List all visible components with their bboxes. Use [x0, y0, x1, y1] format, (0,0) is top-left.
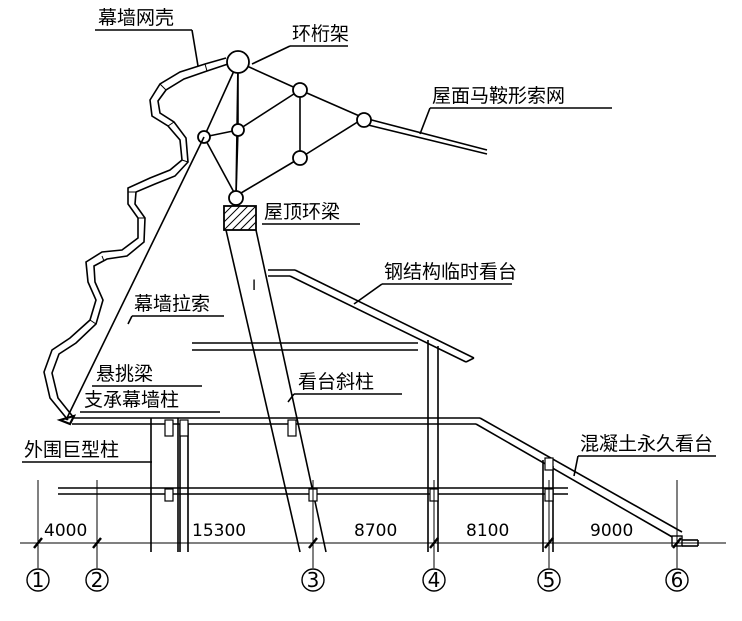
label-roof-ring-beam: 屋顶环梁 [264, 201, 340, 223]
axis-label: 1 [32, 568, 45, 592]
steel-temporary-stand [192, 269, 475, 552]
roof-ring-beam [223, 205, 257, 231]
axis-label: 3 [307, 568, 320, 592]
curtain-wall-cable [65, 136, 205, 421]
axis-label: 4 [428, 568, 441, 592]
dimension-value: 9000 [590, 521, 633, 541]
axis-label: 5 [543, 568, 556, 592]
axis-label: 6 [671, 568, 684, 592]
beam-mark: I [252, 278, 256, 294]
axis-bubbles: 1 2 3 4 5 6 [26, 568, 689, 592]
dimension-value: 4000 [44, 521, 87, 541]
label-ring-truss: 环桁架 [292, 23, 349, 45]
label-steel-temporary-stand: 钢结构临时看台 [384, 261, 517, 283]
label-cantilever-beam: 悬挑梁 [96, 363, 153, 385]
label-concrete-permanent-stand: 混凝土永久看台 [580, 433, 713, 455]
label-roof-saddle-cable-net: 屋面马鞍形索网 [432, 85, 565, 107]
label-curtain-wall-shell: 幕墙网壳 [98, 7, 174, 29]
label-curtain-wall-support-column: 支承幕墙柱 [84, 389, 179, 411]
axis-label: 2 [91, 568, 104, 592]
dimension-value: 15300 [192, 521, 246, 541]
label-stand-inclined-column: 看台斜柱 [298, 371, 374, 393]
ring-truss [197, 50, 488, 206]
label-peripheral-mega-column: 外围巨型柱 [24, 439, 119, 461]
label-curtain-wall-cable: 幕墙拉索 [134, 293, 210, 315]
dimension-value: 8700 [354, 521, 397, 541]
dimension-value: 8100 [466, 521, 509, 541]
dimension-line [20, 480, 726, 568]
